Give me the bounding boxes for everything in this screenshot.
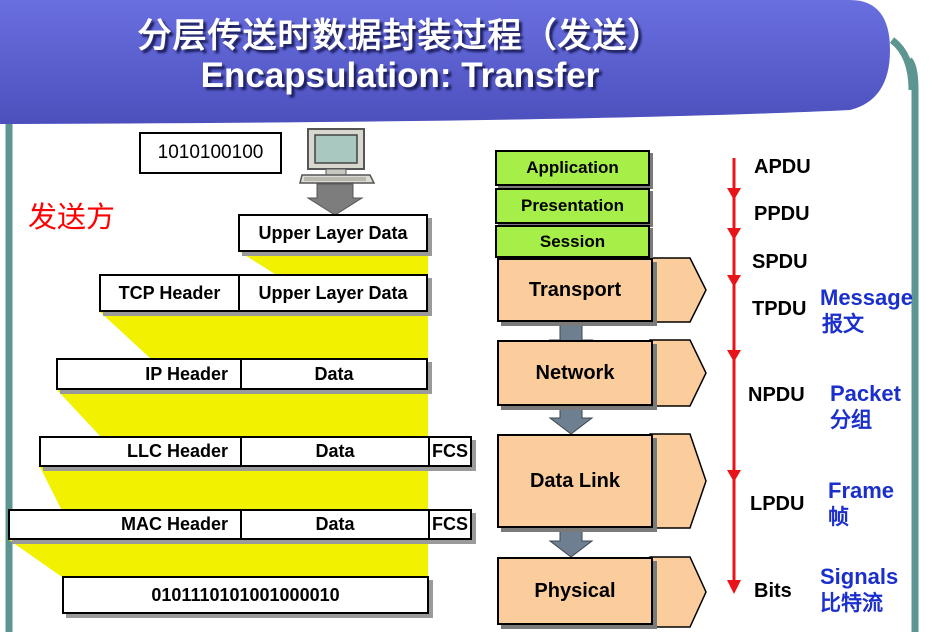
layer-physical: Physical (497, 557, 653, 625)
unit-frame-zh: 帧 (828, 505, 849, 529)
encapsulation-funnels (9, 252, 428, 577)
binary-data-top: 1010100100 (139, 132, 282, 174)
llc-header-box: LLC Header (39, 436, 242, 467)
layer-network: Network (497, 340, 653, 406)
tcp-header-box: TCP Header (99, 274, 240, 312)
unit-signals-zh: 比特流 (820, 591, 883, 615)
slide-title-english: Encapsulation: Transfer (200, 56, 600, 95)
unit-frame: Frame 帧 (828, 477, 894, 531)
computer-icon (299, 128, 376, 184)
computer-down-arrow (306, 183, 364, 216)
layer-transport: Transport (497, 258, 653, 322)
layer-session: Session (495, 225, 650, 258)
mac-fcs-box: FCS (428, 509, 472, 540)
unit-message-en: Message (820, 285, 913, 310)
bit-stream-box: 0101110101001000010 (62, 576, 429, 614)
pdu-red-arrow (727, 158, 741, 594)
ip-data-box: Data (240, 358, 428, 390)
unit-packet: Packet 分组 (830, 380, 901, 434)
pdu-bits: Bits (754, 580, 792, 602)
layer-application: Application (495, 150, 650, 186)
mac-header-box: MAC Header (8, 509, 242, 540)
pdu-spdu: SPDU (752, 251, 808, 273)
tcp-data-box: Upper Layer Data (238, 274, 428, 312)
pdu-ppdu: PPDU (754, 203, 810, 225)
unit-message-zh: 报文 (822, 312, 864, 336)
pdu-apdu: APDU (754, 156, 811, 178)
title-band (0, 0, 890, 124)
unit-message: Message 报文 (820, 284, 913, 338)
sender-label: 发送方 (28, 200, 116, 234)
layer-chevrons (649, 257, 707, 628)
slide-title-chinese: 分层传送时数据封装过程（发送） (137, 16, 663, 56)
upper-layer-data-box: Upper Layer Data (238, 214, 428, 252)
layer-presentation: Presentation (495, 188, 650, 224)
llc-data-box: Data (240, 436, 430, 467)
layer-data-link: Data Link (497, 434, 653, 528)
llc-fcs-box: FCS (428, 436, 472, 467)
pdu-tpdu: TPDU (752, 298, 807, 320)
pdu-lpdu: LPDU (750, 493, 805, 515)
ip-header-box: IP Header (56, 358, 242, 390)
unit-frame-en: Frame (828, 478, 895, 503)
unit-packet-en: Packet (830, 381, 901, 406)
unit-signals-en: Signals (820, 564, 899, 589)
unit-packet-zh: 分组 (830, 408, 872, 432)
pdu-npdu: NPDU (748, 384, 805, 406)
unit-signals: Signals 比特流 (820, 563, 898, 617)
mac-data-box: Data (240, 509, 430, 540)
